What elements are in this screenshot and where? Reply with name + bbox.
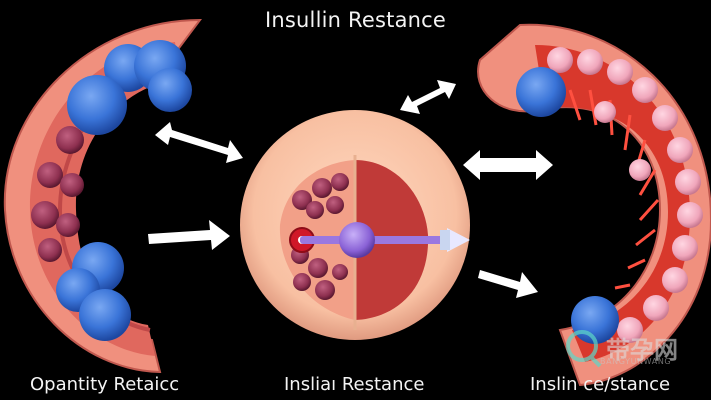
fat-cell [79, 289, 131, 341]
pink-cell [643, 295, 669, 321]
pink-cell [677, 202, 703, 228]
fat-cell [516, 67, 566, 117]
pink-cell [629, 159, 651, 181]
diagram-title: Insullin Restance [264, 8, 447, 32]
center-cell [240, 110, 470, 340]
watermark-subtext: BANGYUNWANG [600, 357, 672, 366]
purple-cell [56, 126, 84, 154]
pink-cell [607, 59, 633, 85]
purple-cell [37, 162, 63, 188]
pink-cell [577, 49, 603, 75]
pink-cell [617, 317, 643, 343]
pink-cell [667, 137, 693, 163]
watermark-text: 带孕网 [606, 335, 678, 364]
left-tissue [3, 18, 203, 374]
caption-middle: Insliaı Restance [284, 374, 425, 395]
fat-cell [67, 75, 127, 135]
purple-cell [56, 213, 80, 237]
watermark-logo-icon [566, 330, 602, 368]
purple-cell [31, 201, 59, 229]
pink-cell [594, 101, 616, 123]
pink-cell [652, 105, 678, 131]
pink-cell [547, 47, 573, 73]
pink-cell [672, 235, 698, 261]
fat-cell [148, 68, 192, 112]
caption-right: Inslin ce/stance [530, 374, 671, 395]
right-tissue [477, 23, 711, 387]
pink-cell [662, 267, 688, 293]
caption-left: Opantity Retaicc [30, 374, 180, 395]
pink-cell [675, 169, 701, 195]
arrows [148, 80, 553, 298]
pink-cell [632, 77, 658, 103]
purple-cell [60, 173, 84, 197]
purple-cell [38, 238, 62, 262]
